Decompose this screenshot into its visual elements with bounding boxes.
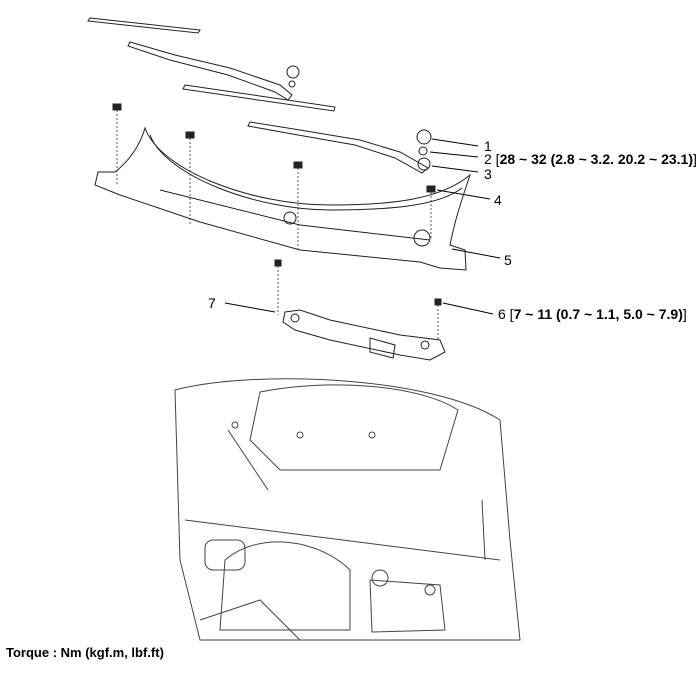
callout-2: 2 [28 ~ 32 (2.8 ~ 3.2. 20.2 ~ 23.1)]	[484, 151, 697, 167]
callout-5: 5	[504, 252, 512, 268]
pivot	[417, 157, 431, 171]
callout-1: 1	[484, 138, 492, 154]
wiper-blade-lower	[182, 84, 336, 112]
wiper-arm-upper	[127, 41, 293, 101]
callout-6: 6 [7 ~ 11 (0.7 ~ 1.1, 5.0 ~ 7.9)]	[498, 306, 687, 322]
callout-4: 4	[494, 192, 502, 208]
cowl-top-cover	[94, 126, 472, 271]
cap	[416, 129, 432, 145]
wiper-arm-lower	[247, 121, 429, 174]
callout-7: 7	[208, 295, 216, 311]
callout-3: 3	[484, 166, 492, 182]
wiper-blade-upper	[87, 17, 201, 34]
nut	[418, 146, 428, 156]
vehicle-engine-bay	[174, 378, 521, 641]
callout-2-torque: 28 ~ 32 (2.8 ~ 3.2. 20.2 ~ 23.1)	[499, 151, 694, 167]
callout-6-torque: 7 ~ 11 (0.7 ~ 1.1, 5.0 ~ 7.9)	[513, 306, 683, 322]
torque-note: Torque : Nm (kgf.m, lbf.ft)	[6, 645, 164, 660]
wiper-motor-linkage	[282, 309, 446, 361]
leader-lines	[224, 138, 501, 315]
